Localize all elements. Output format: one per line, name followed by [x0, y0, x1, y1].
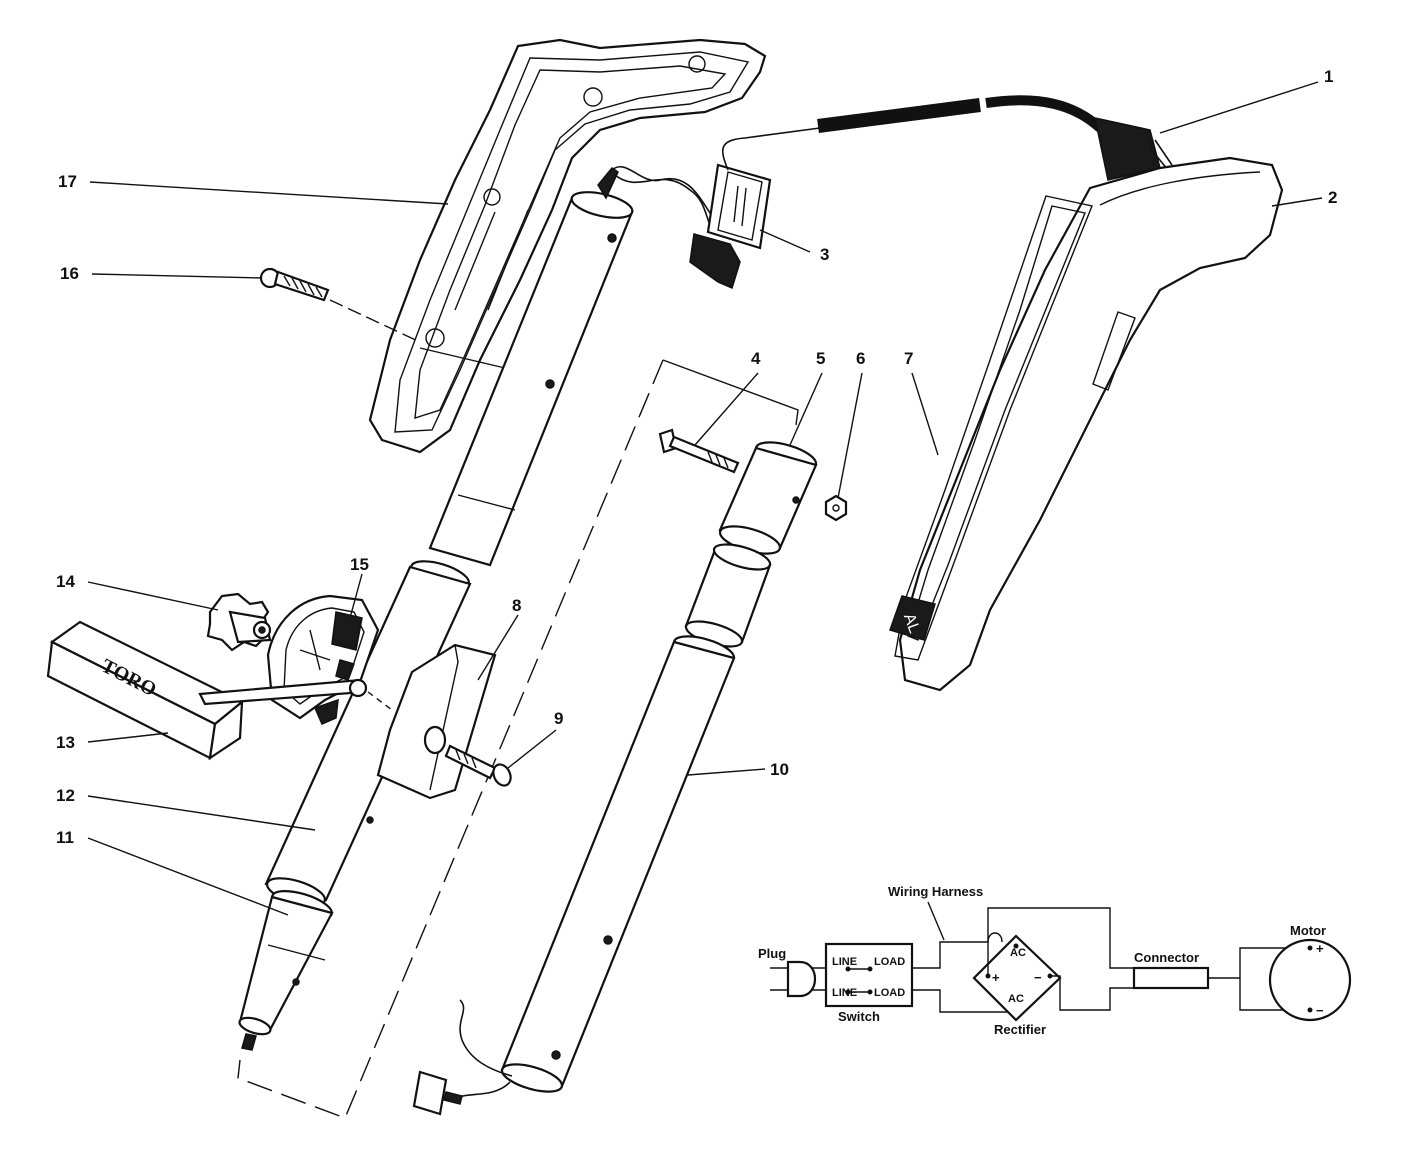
callout-leaders — [87, 81, 1323, 916]
callout-17: 17 — [58, 172, 77, 191]
callout-9: 9 — [554, 709, 563, 728]
plug-label: Plug — [758, 946, 786, 961]
callout-6: 6 — [856, 349, 865, 368]
switch-line-1: LINE — [832, 956, 857, 968]
wiring-schematic: Wiring Harness Plug LINE LINE LOAD LOAD … — [758, 884, 1352, 1037]
rectifier-label: Rectifier — [994, 1022, 1046, 1037]
callout-1: 1 — [1324, 67, 1333, 86]
callout-3: 3 — [820, 245, 829, 264]
wiring-harness-label: Wiring Harness — [888, 884, 983, 899]
assembly-dashed-line — [237, 359, 799, 1119]
upper-tube — [428, 166, 634, 567]
callout-12: 12 — [56, 786, 75, 805]
rectifier-minus: − — [1034, 970, 1042, 985]
coupler-5 — [718, 441, 818, 555]
knob-14 — [206, 592, 272, 652]
power-cord-1 — [817, 95, 1173, 181]
switch-label: Switch — [838, 1009, 880, 1024]
bracket-8 — [376, 643, 497, 800]
callout-16: 16 — [60, 264, 79, 283]
lower-tube-10 — [412, 635, 736, 1116]
rectifier-ac-bottom: AC — [1008, 993, 1024, 1005]
handle-bar-13: TORO — [46, 620, 393, 761]
callout-4: 4 — [751, 349, 761, 368]
screw-16 — [259, 267, 421, 343]
nut-6 — [824, 494, 848, 522]
switch-box — [824, 942, 914, 1008]
motor-plus: + — [1316, 941, 1324, 956]
left-handle-half — [368, 38, 767, 454]
middle-tube — [684, 543, 772, 648]
bolt-4 — [658, 428, 740, 474]
plug-icon — [786, 960, 816, 998]
bolt-9 — [444, 744, 512, 787]
sleeve-11 — [238, 890, 334, 1051]
switch-load-1: LOAD — [874, 956, 905, 968]
rectifier-ac-top: AC — [1010, 947, 1026, 959]
motor-minus: − — [1316, 1003, 1324, 1018]
callout-7: 7 — [904, 349, 913, 368]
right-handle-half: AL — [889, 156, 1284, 692]
callout-15: 15 — [350, 555, 369, 574]
housing-mark: AL — [900, 611, 923, 635]
callout-11: 11 — [56, 828, 74, 847]
callout-5: 5 — [816, 349, 825, 368]
callout-labels: 1 2 3 4 5 6 7 8 9 10 11 12 13 14 15 16 1… — [56, 67, 1337, 847]
callout-13: 13 — [56, 733, 75, 752]
switch-3 — [689, 127, 821, 290]
callout-2: 2 — [1328, 188, 1337, 207]
callout-14: 14 — [56, 572, 75, 591]
callout-8: 8 — [512, 596, 521, 615]
rectifier-plus: + — [992, 970, 1000, 985]
motor-label: Motor — [1290, 923, 1326, 938]
connector-box — [1132, 966, 1210, 990]
switch-line-2: LINE — [832, 987, 857, 999]
internal-wires — [609, 165, 716, 231]
motor-circle — [1268, 938, 1352, 1022]
connector-label: Connector — [1134, 950, 1199, 965]
switch-load-2: LOAD — [874, 987, 905, 999]
callout-10: 10 — [770, 760, 789, 779]
